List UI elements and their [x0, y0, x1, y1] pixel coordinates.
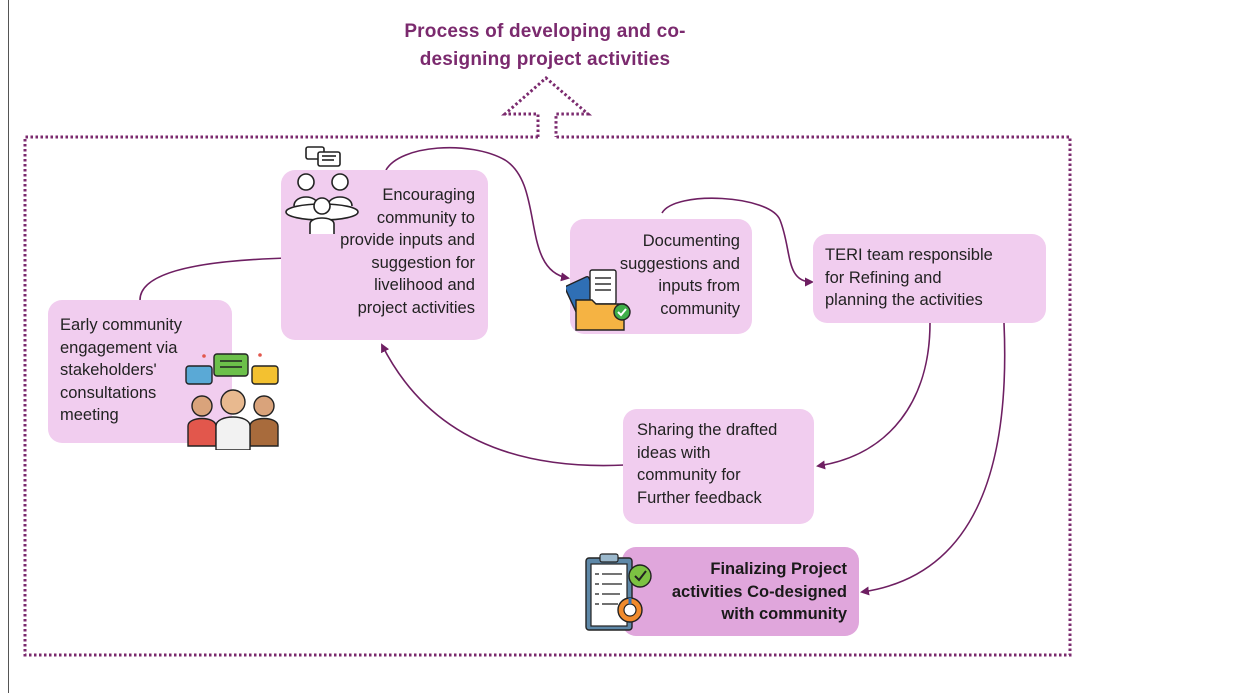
arrow-encouraging-to-documenting	[385, 146, 570, 282]
early-line: stakeholders'	[60, 361, 157, 379]
early-line: consultations	[60, 383, 157, 402]
arrow-teri-to-sharing	[816, 322, 931, 470]
early-line: meeting	[60, 406, 119, 424]
documenting-line: suggestions and	[619, 254, 740, 273]
diagram-title: Process of developing and co- designing …	[360, 18, 730, 74]
documenting-line: Documenting	[642, 232, 740, 250]
finalizing-line: activities Co-designed	[671, 582, 847, 601]
encouraging-line: suggestion for	[371, 253, 475, 272]
dotted-frame	[23, 135, 1072, 657]
early-line: Early community	[60, 316, 182, 334]
arrow-sharing-to-encouraging	[381, 343, 626, 467]
sharing-line: community for	[637, 466, 741, 484]
checklist-clipboard-icon	[585, 553, 652, 631]
encouraging-line: project activities	[357, 298, 475, 317]
arrow-documenting-to-teri	[661, 197, 814, 287]
meeting-table-icon	[285, 146, 359, 234]
sharing-line: Sharing the drafted	[637, 421, 778, 439]
finalizing-line: with community	[721, 605, 847, 623]
encouraging-line: livelihood and	[374, 276, 475, 294]
arrow-early-to-encouraging	[139, 253, 292, 301]
teri-line: TERI team responsible	[825, 246, 993, 264]
left-rule	[8, 0, 9, 693]
community-chat-icon	[185, 353, 279, 450]
node-sharing-ideas: Sharing the drafted ideas with community…	[623, 409, 814, 524]
sharing-line: ideas with	[637, 443, 711, 462]
documenting-line: community	[660, 299, 740, 318]
finalizing-line: Finalizing Project	[710, 560, 847, 578]
title-line-1: Process of developing and co-	[404, 21, 686, 42]
documenting-line: inputs from	[658, 277, 740, 295]
encouraging-line: community to	[376, 208, 475, 227]
teri-line: for Refining and	[825, 268, 942, 287]
encouraging-line: provide inputs and	[340, 231, 475, 249]
up-arrow	[501, 76, 593, 137]
early-line: engagement via	[60, 338, 178, 357]
node-finalizing: Finalizing Project activities Co-designe…	[622, 547, 859, 636]
node-encouraging-inputs: Encouraging community to provide inputs …	[281, 170, 488, 340]
node-teri-team: TERI team responsible for Refining and p…	[813, 234, 1046, 323]
arrow-teri-to-finalizing	[860, 322, 1006, 596]
sharing-line: Further feedback	[637, 488, 762, 507]
title-line-2: designing project activities	[419, 49, 671, 70]
documents-folder-icon	[566, 269, 631, 331]
encouraging-line: Encouraging	[382, 186, 475, 204]
teri-line: planning the activities	[825, 291, 983, 309]
